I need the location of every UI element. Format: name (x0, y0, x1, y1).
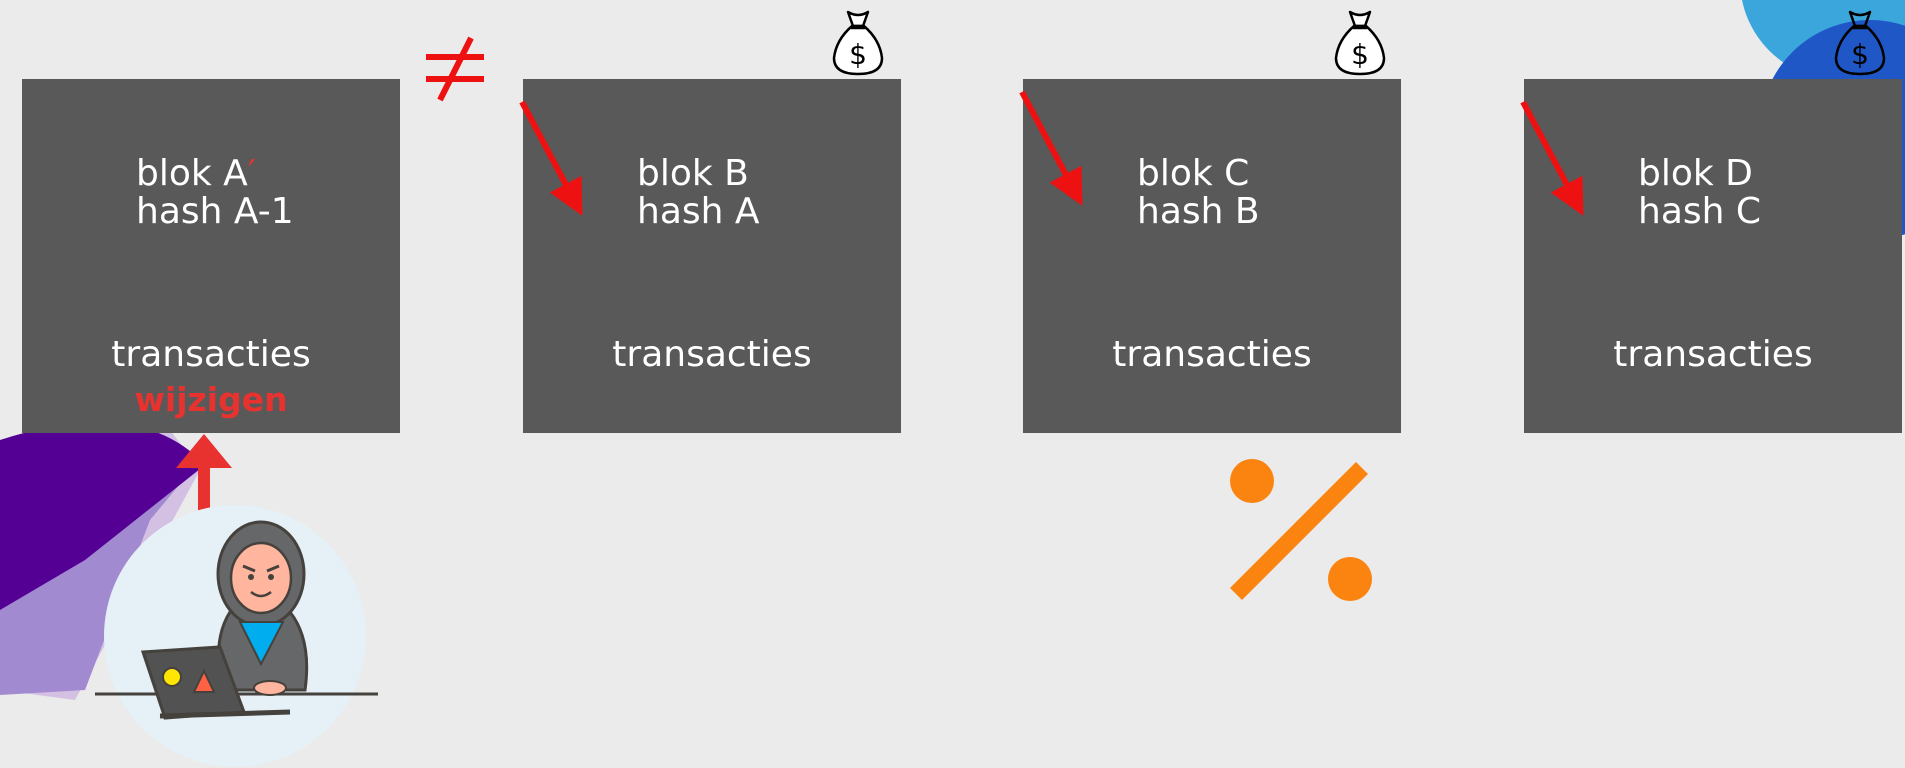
block-a-change-label: wijzigen (134, 380, 288, 419)
svg-text:$: $ (1351, 38, 1369, 71)
block-d-hash: hash C (1638, 191, 1762, 232)
block-a-prime: ′ (247, 153, 256, 194)
block-a-header: blok A′ hash A-1 (136, 155, 294, 231)
block-a: blok A′ hash A-1 transacties wijzigen (22, 79, 400, 433)
hacker-illustration (95, 505, 378, 767)
block-c: blok C hash B transacties (1023, 79, 1401, 433)
block-c-name: blok C (1137, 153, 1250, 194)
hash-link-arrow-d (1520, 100, 1584, 216)
block-a-hash: hash A-1 (136, 191, 294, 232)
block-c-hash: hash B (1137, 191, 1260, 232)
block-d-transactions: transacties (1613, 334, 1813, 375)
svg-text:$: $ (849, 38, 867, 71)
money-bag-icon: $ (1334, 10, 1386, 76)
block-b-transactions: transacties (612, 334, 812, 375)
block-c-transactions: transacties (1112, 334, 1312, 375)
hash-link-arrow-b (519, 100, 583, 216)
block-b: blok B hash A transacties (523, 79, 901, 433)
not-equal-sign-icon (426, 36, 484, 102)
svg-text:$: $ (1851, 38, 1869, 71)
percent-icon (1229, 459, 1372, 601)
block-c-header: blok C hash B (1137, 155, 1260, 231)
hash-link-arrow-c (1019, 90, 1083, 206)
block-d-name: blok D (1638, 153, 1753, 194)
block-b-hash: hash A (637, 191, 760, 232)
block-b-name: blok B (637, 153, 749, 194)
money-bag-icon: $ (1834, 10, 1886, 76)
block-b-header: blok B hash A (637, 155, 760, 231)
block-d-header: blok D hash C (1638, 155, 1761, 231)
decor-purple-shape (0, 422, 205, 610)
block-a-name: blok A (136, 153, 248, 194)
block-d: blok D hash C transacties (1524, 79, 1902, 433)
money-bag-icon: $ (832, 10, 884, 76)
block-a-transactions: transacties (111, 334, 311, 375)
